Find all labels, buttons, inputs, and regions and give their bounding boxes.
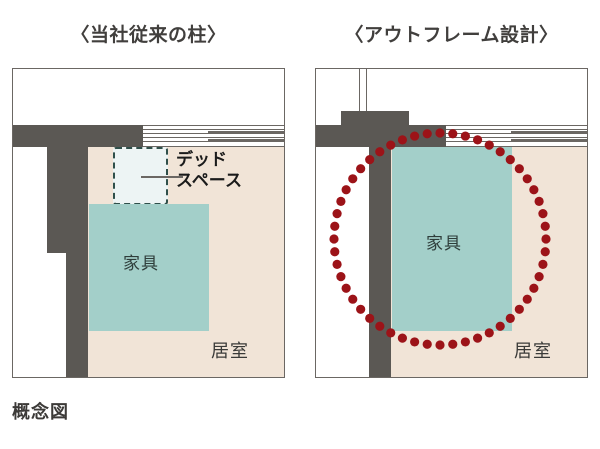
figure-caption: 概念図 bbox=[12, 402, 69, 422]
furniture-block-right bbox=[392, 147, 512, 331]
sash-line-1-right bbox=[446, 125, 587, 126]
furniture-block-left bbox=[89, 204, 209, 331]
room-label-right: 居室 bbox=[514, 341, 552, 361]
sash-line-3-left bbox=[143, 133, 284, 134]
dead-space-callout-line2: スペース bbox=[176, 171, 242, 190]
dead-space-callout: デッド スペース bbox=[176, 149, 242, 191]
sash-line-4-right bbox=[446, 137, 587, 138]
dead-space-leader-line bbox=[141, 176, 183, 178]
room-label-left: 居室 bbox=[211, 341, 249, 361]
guide-line-left-right-panel bbox=[359, 69, 360, 113]
panel-title-conventional: 〈当社従来の柱〉 bbox=[70, 25, 227, 46]
guide-line-right-right-panel bbox=[366, 69, 367, 113]
sash-line-3-right bbox=[446, 133, 587, 134]
sash-mullion-a-right bbox=[511, 131, 587, 133]
sash-mullion-b-left bbox=[208, 139, 284, 141]
dead-space-callout-line1: デッド bbox=[176, 150, 227, 169]
sash-mullion-b-right bbox=[511, 139, 587, 141]
furniture-label-right: 家具 bbox=[426, 234, 462, 253]
wall-vertical-left bbox=[66, 125, 88, 377]
panel-conventional: 家具 居室 デッド スペース bbox=[12, 68, 285, 378]
panel-outframe: 家具 居室 bbox=[315, 68, 588, 378]
sash-line-1-left bbox=[143, 125, 284, 126]
panel-title-outframe: 〈アウトフレーム設計〉 bbox=[344, 25, 559, 46]
sash-line-6-left bbox=[143, 146, 284, 147]
sash-line-2-right bbox=[446, 129, 587, 130]
sash-line-4-left bbox=[143, 137, 284, 138]
sash-mullion-a-left bbox=[208, 131, 284, 133]
sash-line-2-left bbox=[143, 129, 284, 130]
sash-line-6-right bbox=[446, 146, 587, 147]
sash-line-5-left bbox=[143, 141, 284, 142]
sash-line-5-right bbox=[446, 141, 587, 142]
wall-vertical-right bbox=[369, 125, 391, 377]
furniture-label-left: 家具 bbox=[123, 254, 159, 273]
